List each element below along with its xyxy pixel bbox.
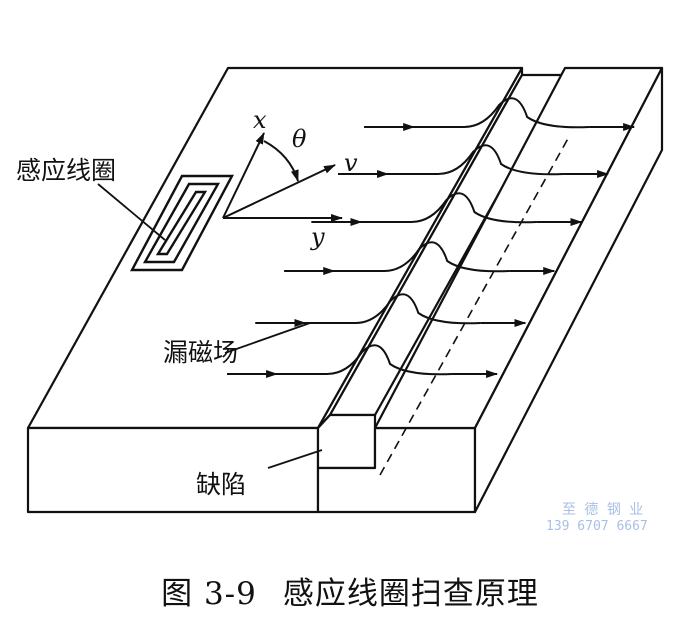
field-line [311,192,537,224]
label-coil: 感应线圈 [16,156,117,185]
leakage-field-lines [227,97,636,378]
field-line [284,241,510,273]
steel-plate [26,66,664,514]
axis-label-v: v [344,149,358,177]
figure-caption: 图 3-9 感应线圈扫查原理 [0,568,700,613]
caption-number: 图 3-9 [161,576,257,612]
label-defect: 缺陷 [196,470,247,499]
coordinate-axes [222,132,343,222]
field-line [364,97,590,129]
watermark-company: 至 德 钢 业 [562,502,644,518]
axis-label-theta: θ [292,125,307,153]
caption-title: 感应线圈扫查原理 [282,576,539,612]
leader-lines [97,183,323,469]
hidden-edge [379,134,571,476]
label-leakage-field: 漏磁场 [163,338,239,367]
field-line [255,293,481,325]
axis-label-y: y [311,223,325,251]
field-line [227,344,453,376]
watermark-phone: 139 6707 6667 [546,519,648,534]
axis-label-x: x [253,106,267,134]
field-line [338,144,564,176]
